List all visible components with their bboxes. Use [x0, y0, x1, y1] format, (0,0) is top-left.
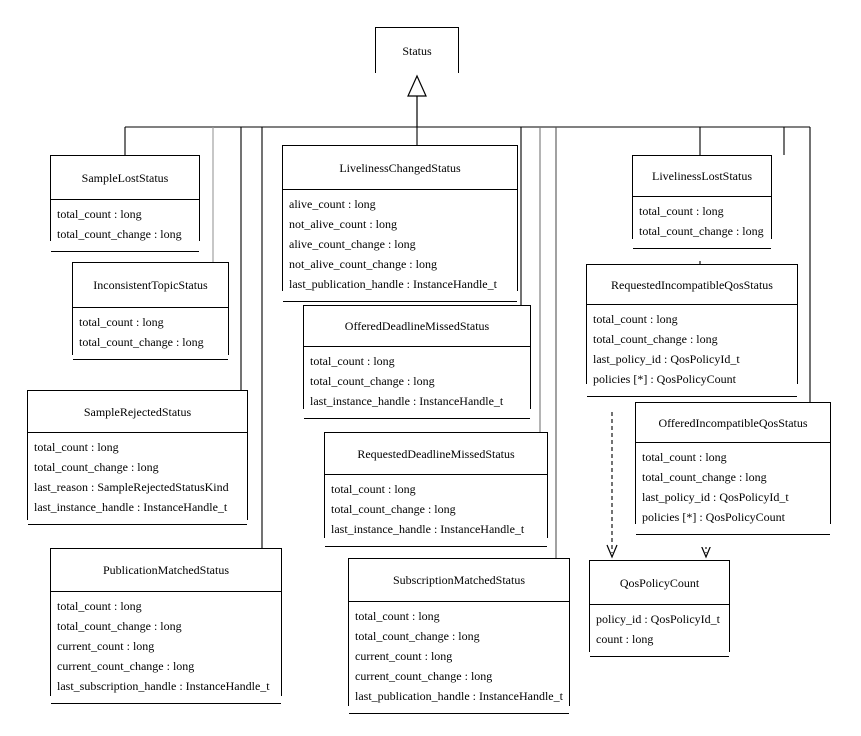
attribute-list-sample-lost-status: total_count : long total_count_change : …: [51, 200, 199, 252]
class-name-qos-policy-count: QosPolicyCount: [590, 561, 729, 605]
attribute-list-offered-deadline-missed-status: total_count : long total_count_change : …: [304, 347, 530, 419]
attribute-row: total_count_change : long: [79, 335, 204, 349]
attribute-row: policy_id : QosPolicyId_t: [596, 612, 720, 626]
attribute-row: current_count : long: [355, 649, 453, 663]
class-box-qos-policy-count[interactable]: QosPolicyCount policy_id : QosPolicyId_t…: [589, 560, 730, 669]
attribute-list-offered-incompatible-qos-status: total_count : long total_count_change : …: [636, 443, 830, 535]
attribute-row: total_count : long: [331, 482, 416, 496]
attribute-row: total_count_change : long: [593, 332, 718, 346]
class-name-status: Status: [376, 28, 458, 74]
dependency-requested-to-qospolicycount: [606, 384, 618, 559]
class-name-requested-deadline-missed-status: RequestedDeadlineMissedStatus: [325, 433, 547, 475]
attribute-list-liveliness-changed-status: alive_count : long not_alive_count : lon…: [283, 190, 517, 302]
attribute-row: total_count_change : long: [642, 470, 767, 484]
attribute-row: total_count : long: [57, 207, 142, 221]
class-name-subscription-matched-status: SubscriptionMatchedStatus: [349, 559, 569, 602]
attribute-list-liveliness-lost-status: total_count : long total_count_change : …: [633, 197, 771, 249]
attribute-row: current_count : long: [57, 639, 155, 653]
operations-band: [636, 535, 830, 547]
attribute-row: total_count : long: [639, 204, 724, 218]
attribute-row: last_publication_handle : InstanceHandle…: [355, 689, 563, 703]
class-box-inconsistent-topic-status[interactable]: InconsistentTopicStatus total_count : lo…: [72, 262, 229, 372]
attribute-list-requested-incompatible-qos-status: total_count : long total_count_change : …: [587, 305, 797, 397]
attribute-row: last_instance_handle : InstanceHandle_t: [34, 500, 228, 514]
attribute-list-subscription-matched-status: total_count : long total_count_change : …: [349, 602, 569, 714]
operations-band: [325, 547, 547, 559]
attribute-row: total_count_change : long: [355, 629, 480, 643]
attribute-row: last_subscription_handle : InstanceHandl…: [57, 679, 270, 693]
attribute-row: last_instance_handle : InstanceHandle_t: [310, 394, 504, 408]
attribute-row: total_count_change : long: [57, 227, 182, 241]
operations-band: [590, 657, 729, 669]
attribute-row: total_count_change : long: [34, 460, 159, 474]
attribute-list-sample-rejected-status: total_count : long total_count_change : …: [28, 433, 247, 525]
class-box-sample-lost-status[interactable]: SampleLostStatus total_count : long tota…: [50, 155, 200, 264]
class-name-requested-incompatible-qos-status: RequestedIncompatibleQosStatus: [587, 265, 797, 305]
attribute-row: policies [*] : QosPolicyCount: [593, 372, 736, 386]
attribute-list-publication-matched-status: total_count : long total_count_change : …: [51, 592, 281, 704]
attribute-row: not_alive_count : long: [289, 217, 397, 231]
attribute-row: total_count : long: [79, 315, 164, 329]
attribute-row: count : long: [596, 632, 654, 646]
attribute-row: last_instance_handle : InstanceHandle_t: [331, 522, 525, 536]
attribute-row: current_count_change : long: [355, 669, 493, 683]
class-name-liveliness-lost-status: LivelinessLostStatus: [633, 156, 771, 197]
attribute-row: total_count : long: [57, 599, 142, 613]
operations-band: [633, 249, 771, 261]
operations-band: [349, 714, 569, 726]
attribute-row: total_count_change : long: [310, 374, 435, 388]
class-box-requested-incompatible-qos-status[interactable]: RequestedIncompatibleQosStatus total_cou…: [586, 264, 798, 409]
generalization-arrowhead: [407, 74, 427, 127]
attribute-list-inconsistent-topic-status: total_count : long total_count_change : …: [73, 308, 228, 360]
class-name-sample-rejected-status: SampleRejectedStatus: [28, 391, 247, 433]
attribute-row: current_count_change : long: [57, 659, 195, 673]
class-name-offered-deadline-missed-status: OfferedDeadlineMissedStatus: [304, 306, 530, 347]
class-box-liveliness-lost-status[interactable]: LivelinessLostStatus total_count : long …: [632, 155, 772, 261]
class-box-publication-matched-status[interactable]: PublicationMatchedStatus total_count : l…: [50, 548, 282, 716]
attribute-row: total_count : long: [34, 440, 119, 454]
class-box-offered-incompatible-qos-status[interactable]: OfferedIncompatibleQosStatus total_count…: [635, 402, 831, 547]
operations-band: [28, 525, 247, 537]
operations-band: [51, 252, 199, 264]
attribute-row: last_reason : SampleRejectedStatusKind: [34, 480, 229, 494]
attribute-row: last_policy_id : QosPolicyId_t: [593, 352, 740, 366]
class-name-offered-incompatible-qos-status: OfferedIncompatibleQosStatus: [636, 403, 830, 443]
attribute-row: total_count : long: [355, 609, 440, 623]
attribute-list-qos-policy-count: policy_id : QosPolicyId_t count : long: [590, 605, 729, 657]
class-name-liveliness-changed-status: LivelinessChangedStatus: [283, 146, 517, 190]
attribute-row: total_count_change : long: [639, 224, 764, 238]
class-box-status[interactable]: Status: [375, 27, 459, 74]
class-box-subscription-matched-status[interactable]: SubscriptionMatchedStatus total_count : …: [348, 558, 570, 726]
attribute-row: alive_count_change : long: [289, 237, 416, 251]
class-box-requested-deadline-missed-status[interactable]: RequestedDeadlineMissedStatus total_coun…: [324, 432, 548, 559]
class-box-liveliness-changed-status[interactable]: LivelinessChangedStatus alive_count : lo…: [282, 145, 518, 314]
attribute-list-requested-deadline-missed-status: total_count : long total_count_change : …: [325, 475, 547, 547]
attribute-row: total_count_change : long: [331, 502, 456, 516]
attribute-row: alive_count : long: [289, 197, 376, 211]
class-name-publication-matched-status: PublicationMatchedStatus: [51, 549, 281, 592]
attribute-row: last_policy_id : QosPolicyId_t: [642, 490, 789, 504]
class-box-offered-deadline-missed-status[interactable]: OfferedDeadlineMissedStatus total_count …: [303, 305, 531, 431]
class-name-sample-lost-status: SampleLostStatus: [51, 156, 199, 200]
class-name-inconsistent-topic-status: InconsistentTopicStatus: [73, 263, 228, 308]
attribute-row: policies [*] : QosPolicyCount: [642, 510, 785, 524]
attribute-row: last_publication_handle : InstanceHandle…: [289, 277, 497, 291]
class-box-sample-rejected-status[interactable]: SampleRejectedStatus total_count : long …: [27, 390, 248, 537]
attribute-row: total_count : long: [593, 312, 678, 326]
operations-band: [51, 704, 281, 716]
attribute-row: total_count : long: [310, 354, 395, 368]
operations-band: [304, 419, 530, 431]
attribute-row: total_count : long: [642, 450, 727, 464]
operations-band: [73, 360, 228, 372]
attribute-row: total_count_change : long: [57, 619, 182, 633]
attribute-row: not_alive_count_change : long: [289, 257, 437, 271]
